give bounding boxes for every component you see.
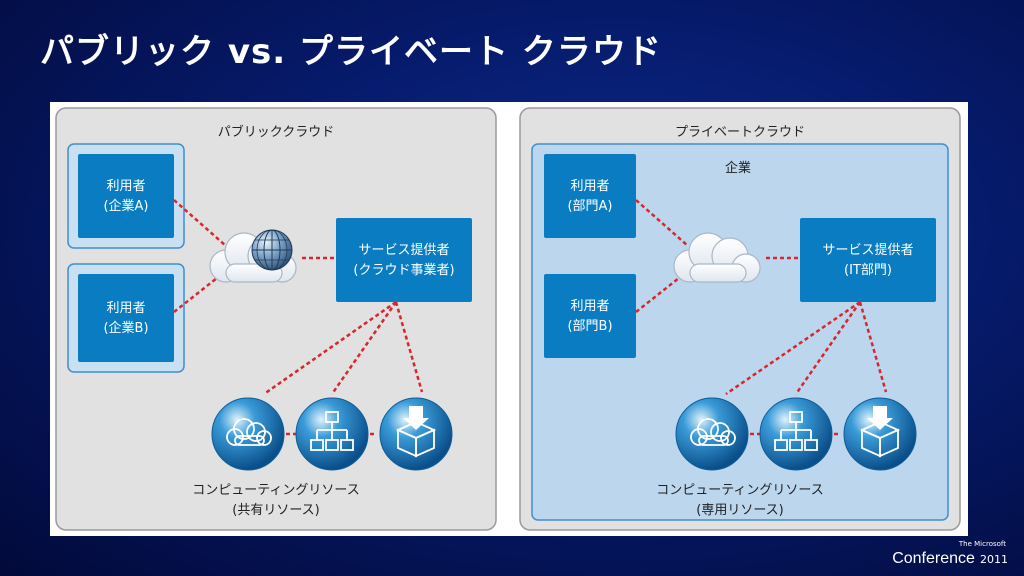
network-resource-icon [295,397,369,471]
private-resources-sublabel: (専用リソース) [696,503,784,518]
public-resources-label: コンピューティングリソース [192,483,360,498]
public-cloud-title: パブリッククラウド [218,124,334,140]
public-user-b-label: 利用者 [106,301,145,316]
private-user-a-sublabel: (部門A) [567,199,612,214]
logo-year: 2011 [980,553,1008,566]
private-user-b-sublabel: (部門B) [567,319,612,334]
private-provider-sublabel: (IT部門) [844,263,892,278]
public-user-b-box [78,274,174,362]
diagram-panel: パブリッククラウド 利用者 (企業A) 利用者 (企業B) [50,102,968,536]
private-connectors [635,199,888,436]
private-user-a-box [544,154,636,238]
public-provider-sublabel: (クラウド事業者) [353,262,454,278]
private-user-b-label: 利用者 [570,299,609,314]
private-user-b-box [544,274,636,358]
public-user-a-label: 利用者 [106,179,145,194]
cloud-comparison-diagram: パブリッククラウド 利用者 (企業A) 利用者 (企業B) [55,107,961,531]
private-provider-label: サービス提供者 [822,242,913,258]
globe-icon [251,229,293,271]
enterprise-label: 企業 [725,160,751,176]
public-resources-sublabel: (共有リソース) [232,503,320,518]
private-cloud-resource-icon [675,397,749,471]
private-provider-box [800,218,936,302]
public-provider-label: サービス提供者 [358,242,449,258]
public-user-a-box [78,154,174,238]
cloud-resource-icon [211,397,285,471]
public-user-b-sublabel: (企業B) [103,320,148,336]
private-user-a-label: 利用者 [570,179,609,194]
box-resource-icon [379,397,453,471]
slide-title: パブリック vs. プライベート クラウド [40,32,662,72]
private-network-resource-icon [759,397,833,471]
logo-small-text: The Microsoft [958,540,1006,548]
private-box-resource-icon [843,397,917,471]
logo-main-text: Conference [892,550,975,567]
private-cloud-title: プライベートクラウド [675,125,805,140]
public-user-a-sublabel: (企業A) [103,198,148,214]
private-resources-label: コンピューティングリソース [656,483,824,498]
conference-logo: The Microsoft Conference 2011 [892,540,1008,568]
public-provider-box [336,218,472,302]
